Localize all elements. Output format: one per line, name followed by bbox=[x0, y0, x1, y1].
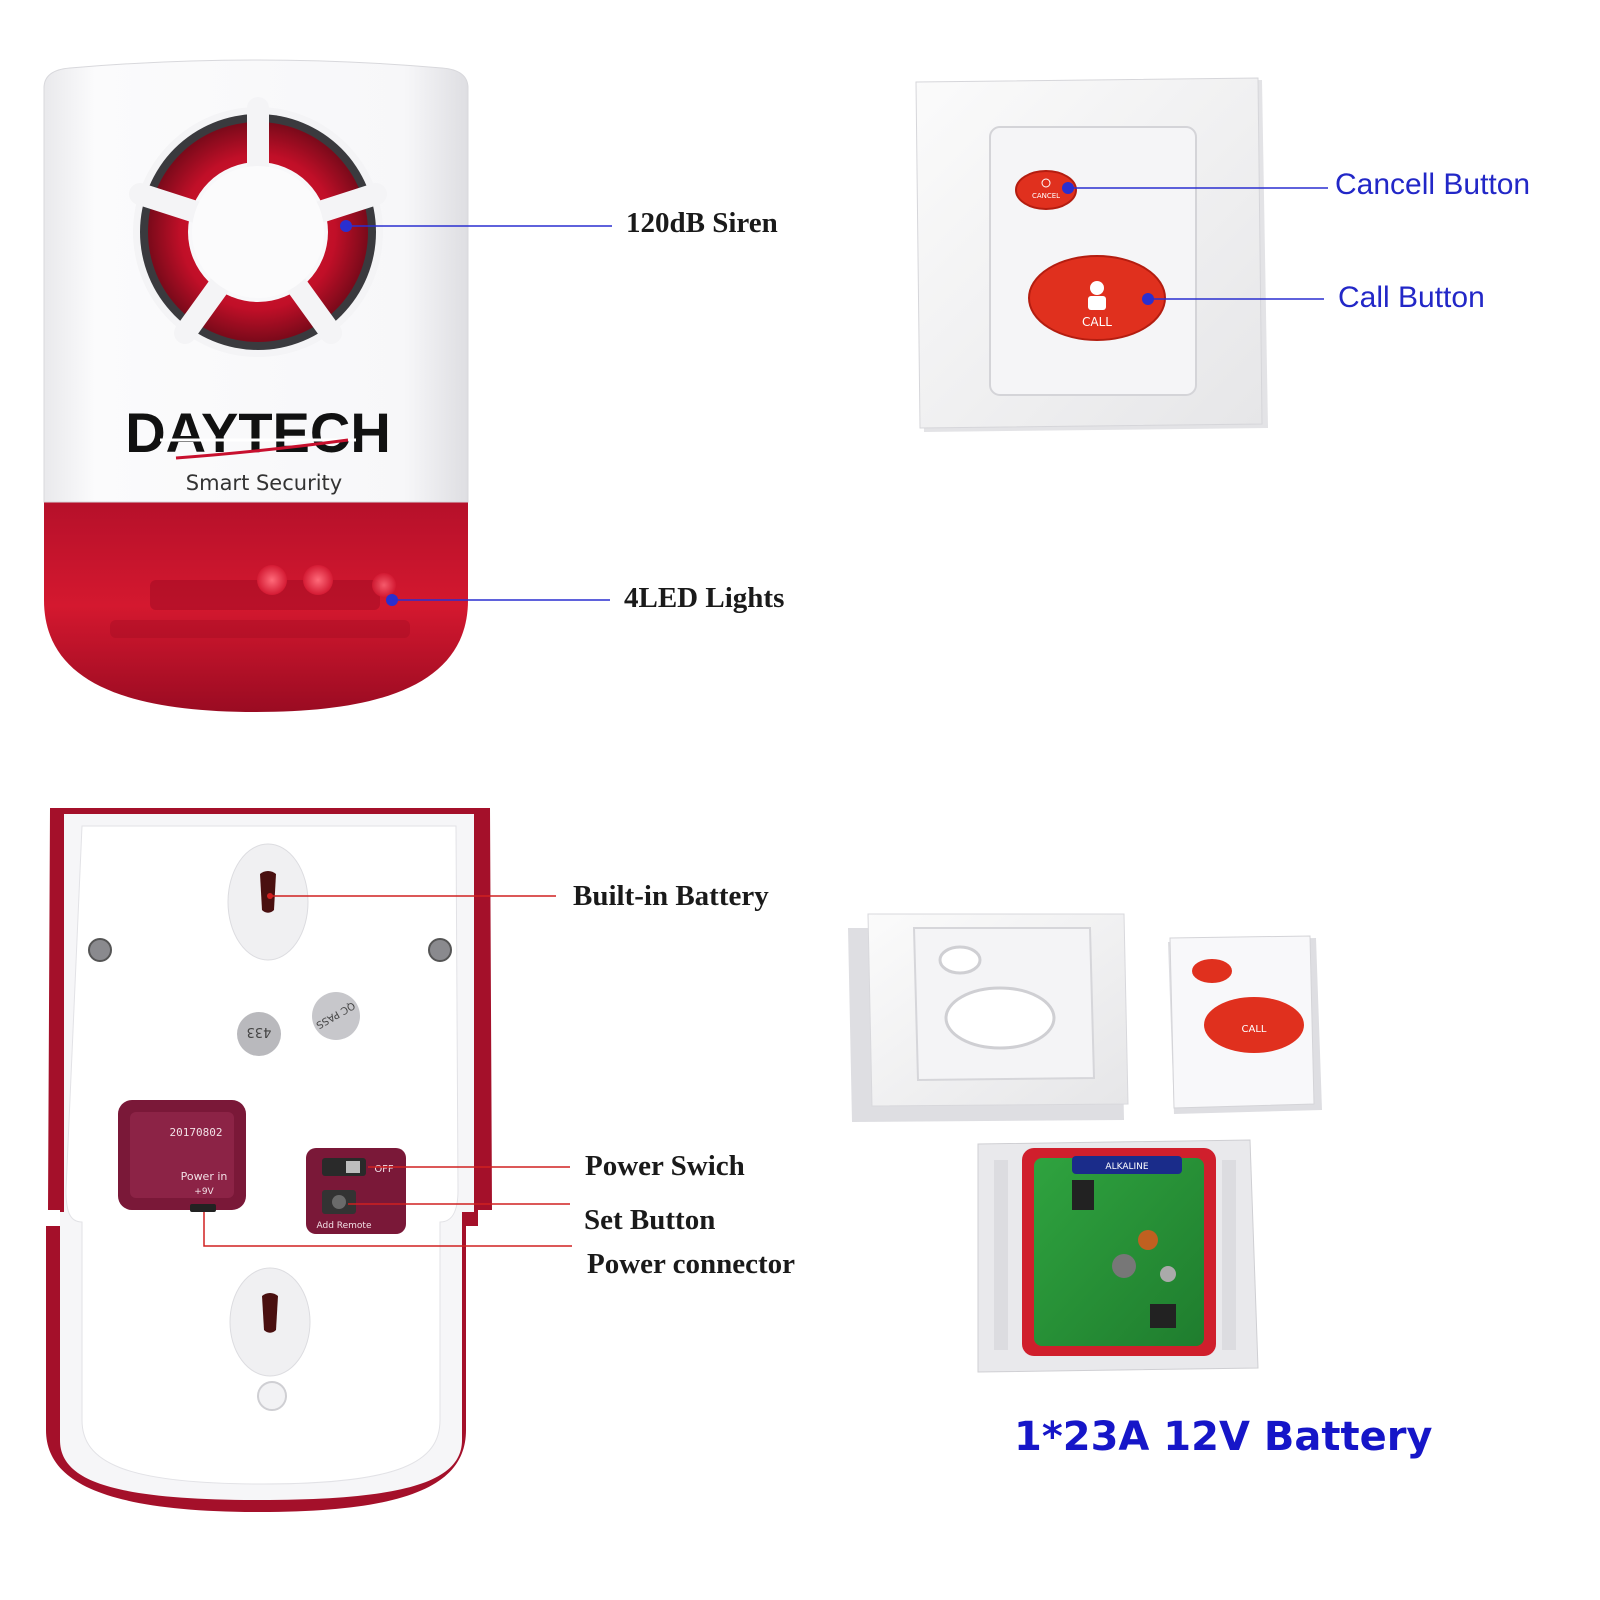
siren-front-unit: DAYTECH Smart Security bbox=[43, 59, 469, 712]
label-remote-battery: 1*23A 12V Battery bbox=[1014, 1414, 1433, 1460]
label-set-button: Set Button bbox=[584, 1204, 716, 1236]
screw-hole-icon bbox=[257, 1381, 287, 1411]
nurse-icon bbox=[1088, 281, 1106, 310]
leader-leds bbox=[386, 594, 610, 606]
svg-text:CANCEL: CANCEL bbox=[1032, 192, 1060, 200]
leader-connector bbox=[203, 1212, 572, 1247]
screw-icon bbox=[428, 938, 452, 962]
led-light-icon bbox=[257, 565, 287, 595]
label-built-in-battery: Built-in Battery bbox=[573, 880, 769, 912]
led-light-icon bbox=[372, 573, 396, 597]
panic-button-unit: CANCEL CALL bbox=[915, 77, 1268, 432]
svg-text:CALL: CALL bbox=[1082, 315, 1112, 329]
leader-siren bbox=[340, 220, 612, 232]
remote-pcb-back: ALKALINE bbox=[977, 1139, 1259, 1373]
svg-text:Add Remote: Add Remote bbox=[316, 1221, 371, 1231]
label-leds: 4LED Lights bbox=[624, 582, 785, 614]
label-siren: 120dB Siren bbox=[626, 207, 778, 239]
svg-text:CALL: CALL bbox=[1242, 1024, 1267, 1035]
leader-battery bbox=[267, 893, 556, 899]
siren-back-unit: 433 QC PASS 20170802 Power in +9V OFF Ad… bbox=[46, 808, 492, 1512]
remote-front-plate bbox=[848, 913, 1129, 1122]
remote-button-module: CALL bbox=[1168, 935, 1322, 1114]
keyhole-top-icon bbox=[227, 843, 309, 961]
svg-text:ALKALINE: ALKALINE bbox=[1105, 1162, 1148, 1172]
screw-icon bbox=[88, 938, 112, 962]
brand-tagline: Smart Security bbox=[186, 471, 342, 495]
cancel-button-cap bbox=[1015, 170, 1077, 210]
led-light-icon bbox=[303, 565, 333, 595]
leader-cancel bbox=[1062, 182, 1328, 194]
keyhole-bottom-icon bbox=[229, 1267, 311, 1377]
remote-call-button bbox=[1204, 997, 1304, 1053]
leader-call bbox=[1142, 293, 1324, 305]
svg-text:OFF: OFF bbox=[374, 1164, 394, 1175]
frequency-sticker: 433 bbox=[247, 1024, 272, 1039]
battery-23a-icon bbox=[1072, 1156, 1182, 1174]
svg-text:+9V: +9V bbox=[194, 1187, 214, 1197]
siren-speaker-icon bbox=[129, 97, 387, 357]
label-call-button: Call Button bbox=[1338, 281, 1485, 314]
brand-logo: DAYTECH bbox=[125, 401, 391, 464]
label-power-connector: Power connector bbox=[587, 1248, 796, 1280]
label-cancel-button: Cancell Button bbox=[1335, 168, 1531, 201]
power-connector-port bbox=[190, 1204, 216, 1212]
svg-text:Power in: Power in bbox=[181, 1170, 228, 1183]
label-power-switch: Power Swich bbox=[585, 1150, 745, 1182]
date-code: 20170802 bbox=[170, 1126, 223, 1139]
